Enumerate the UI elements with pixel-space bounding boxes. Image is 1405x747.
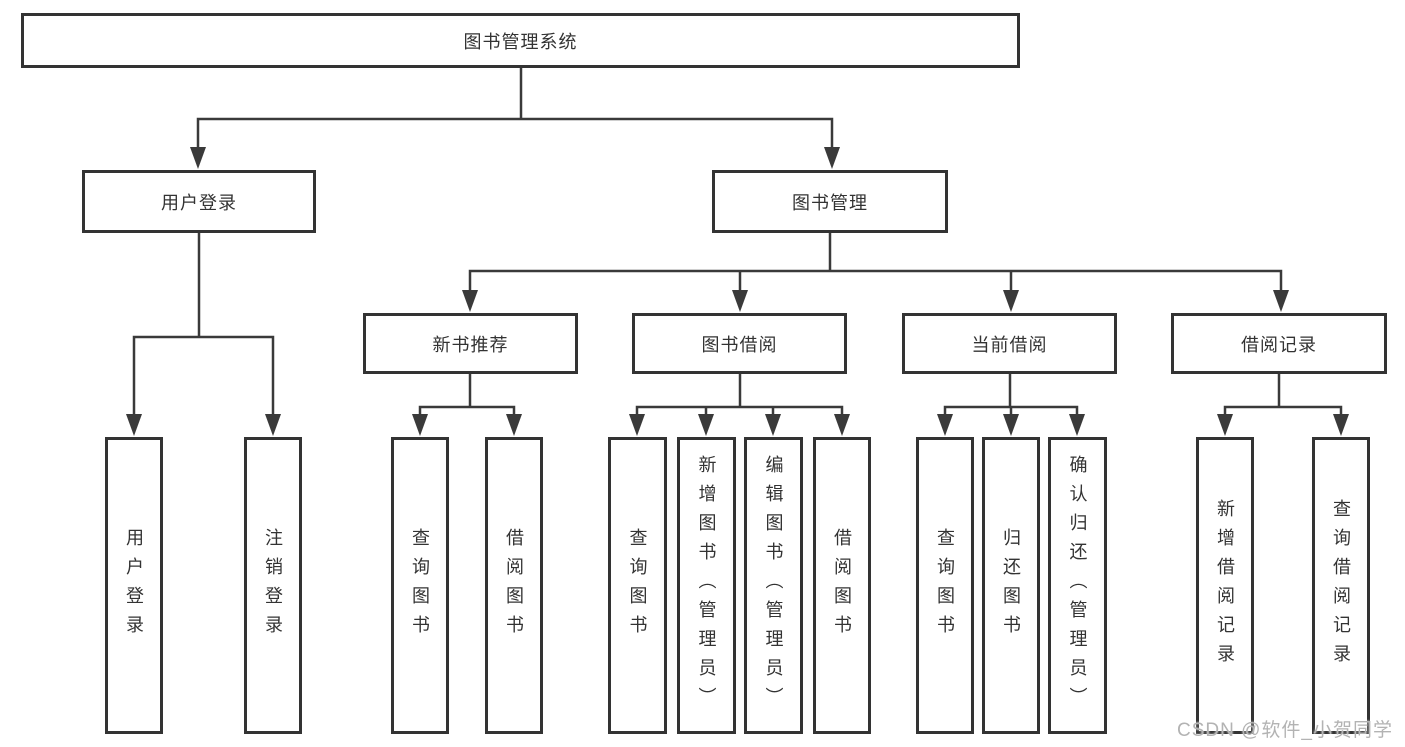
arrowhead <box>698 414 714 436</box>
arrowhead <box>126 414 142 436</box>
arrowhead <box>824 147 840 169</box>
connector-book-management-split <box>462 231 1289 312</box>
node-leaf-query-books-borrow-label: 查询图书 <box>627 527 648 644</box>
connector-current-borrow-split <box>937 372 1085 436</box>
node-book-management: 图书管理 <box>712 170 948 233</box>
node-leaf-confirm-return-admin-label: 确认归还（管理员） <box>1067 455 1088 716</box>
node-leaf-query-borrow-record: 查询借阅记录 <box>1312 437 1370 734</box>
node-leaf-add-borrow-record-label: 新增借阅记录 <box>1215 498 1235 673</box>
node-leaf-user-login: 用户登录 <box>105 437 163 734</box>
node-leaf-edit-book-admin: 编辑图书（管理员） <box>744 437 803 734</box>
node-leaf-add-book-admin: 新增图书（管理员） <box>677 437 736 734</box>
node-leaf-query-books-newbook: 查询图书 <box>391 437 449 734</box>
arrowhead <box>937 414 953 436</box>
node-leaf-query-borrow-record-label: 查询借阅记录 <box>1331 498 1351 673</box>
arrowhead <box>1069 414 1085 436</box>
node-leaf-query-books-borrow: 查询图书 <box>608 437 667 734</box>
node-leaf-user-login-label: 用户登录 <box>124 527 144 644</box>
arrowhead <box>1217 414 1233 436</box>
node-leaf-add-book-admin-label: 新增图书（管理员） <box>696 455 717 716</box>
node-user-login: 用户登录 <box>82 170 316 233</box>
node-borrow-records-label: 借阅记录 <box>1241 334 1317 355</box>
node-root: 图书管理系统 <box>21 13 1020 68</box>
arrowhead <box>732 290 748 312</box>
node-book-borrow-label: 图书借阅 <box>701 334 778 355</box>
arrowhead <box>462 290 478 312</box>
arrowhead <box>629 414 645 436</box>
node-leaf-edit-book-admin-label: 编辑图书（管理员） <box>763 455 784 716</box>
arrowhead <box>506 414 522 436</box>
arrowhead <box>190 147 206 169</box>
node-root-label: 图书管理系统 <box>463 31 578 52</box>
node-borrow-records: 借阅记录 <box>1171 313 1387 374</box>
node-user-login-label: 用户登录 <box>161 192 237 213</box>
node-leaf-return-books-label: 归还图书 <box>1001 527 1021 644</box>
connector-book-borrow-split <box>629 372 850 436</box>
node-book-management-label: 图书管理 <box>792 192 868 213</box>
arrowhead <box>265 414 281 436</box>
arrowhead <box>1003 290 1019 312</box>
node-new-book-recommend: 新书推荐 <box>363 313 578 374</box>
node-leaf-return-books: 归还图书 <box>982 437 1040 734</box>
node-new-book-recommend-label: 新书推荐 <box>432 334 509 355</box>
node-leaf-logout-label: 注销登录 <box>263 527 283 644</box>
connector-root-split <box>190 66 840 169</box>
node-book-borrow: 图书借阅 <box>632 313 847 374</box>
connector-new-book-split <box>412 372 522 436</box>
csdn-watermark: CSDN @软件_小贺同学 <box>1177 720 1393 741</box>
node-current-borrow-label: 当前借阅 <box>971 334 1048 355</box>
node-leaf-borrow-books-newbook-label: 借阅图书 <box>504 527 524 644</box>
node-leaf-query-books-current: 查询图书 <box>916 437 974 734</box>
node-leaf-borrow-books-borrow-label: 借阅图书 <box>832 527 852 644</box>
arrowhead <box>412 414 428 436</box>
arrowhead <box>1333 414 1349 436</box>
arrowhead <box>765 414 781 436</box>
node-leaf-confirm-return-admin: 确认归还（管理员） <box>1048 437 1107 734</box>
node-leaf-borrow-books-newbook: 借阅图书 <box>485 437 543 734</box>
node-leaf-borrow-books-borrow: 借阅图书 <box>813 437 871 734</box>
node-leaf-query-books-current-label: 查询图书 <box>935 527 955 644</box>
connector-user-login-split <box>126 231 281 436</box>
arrowhead <box>1273 290 1289 312</box>
node-current-borrow: 当前借阅 <box>902 313 1117 374</box>
node-leaf-query-books-newbook-label: 查询图书 <box>410 527 430 644</box>
arrowhead <box>834 414 850 436</box>
arrowhead <box>1003 414 1019 436</box>
connector-borrow-records-split <box>1217 372 1349 436</box>
node-leaf-add-borrow-record: 新增借阅记录 <box>1196 437 1254 734</box>
node-leaf-logout: 注销登录 <box>244 437 302 734</box>
